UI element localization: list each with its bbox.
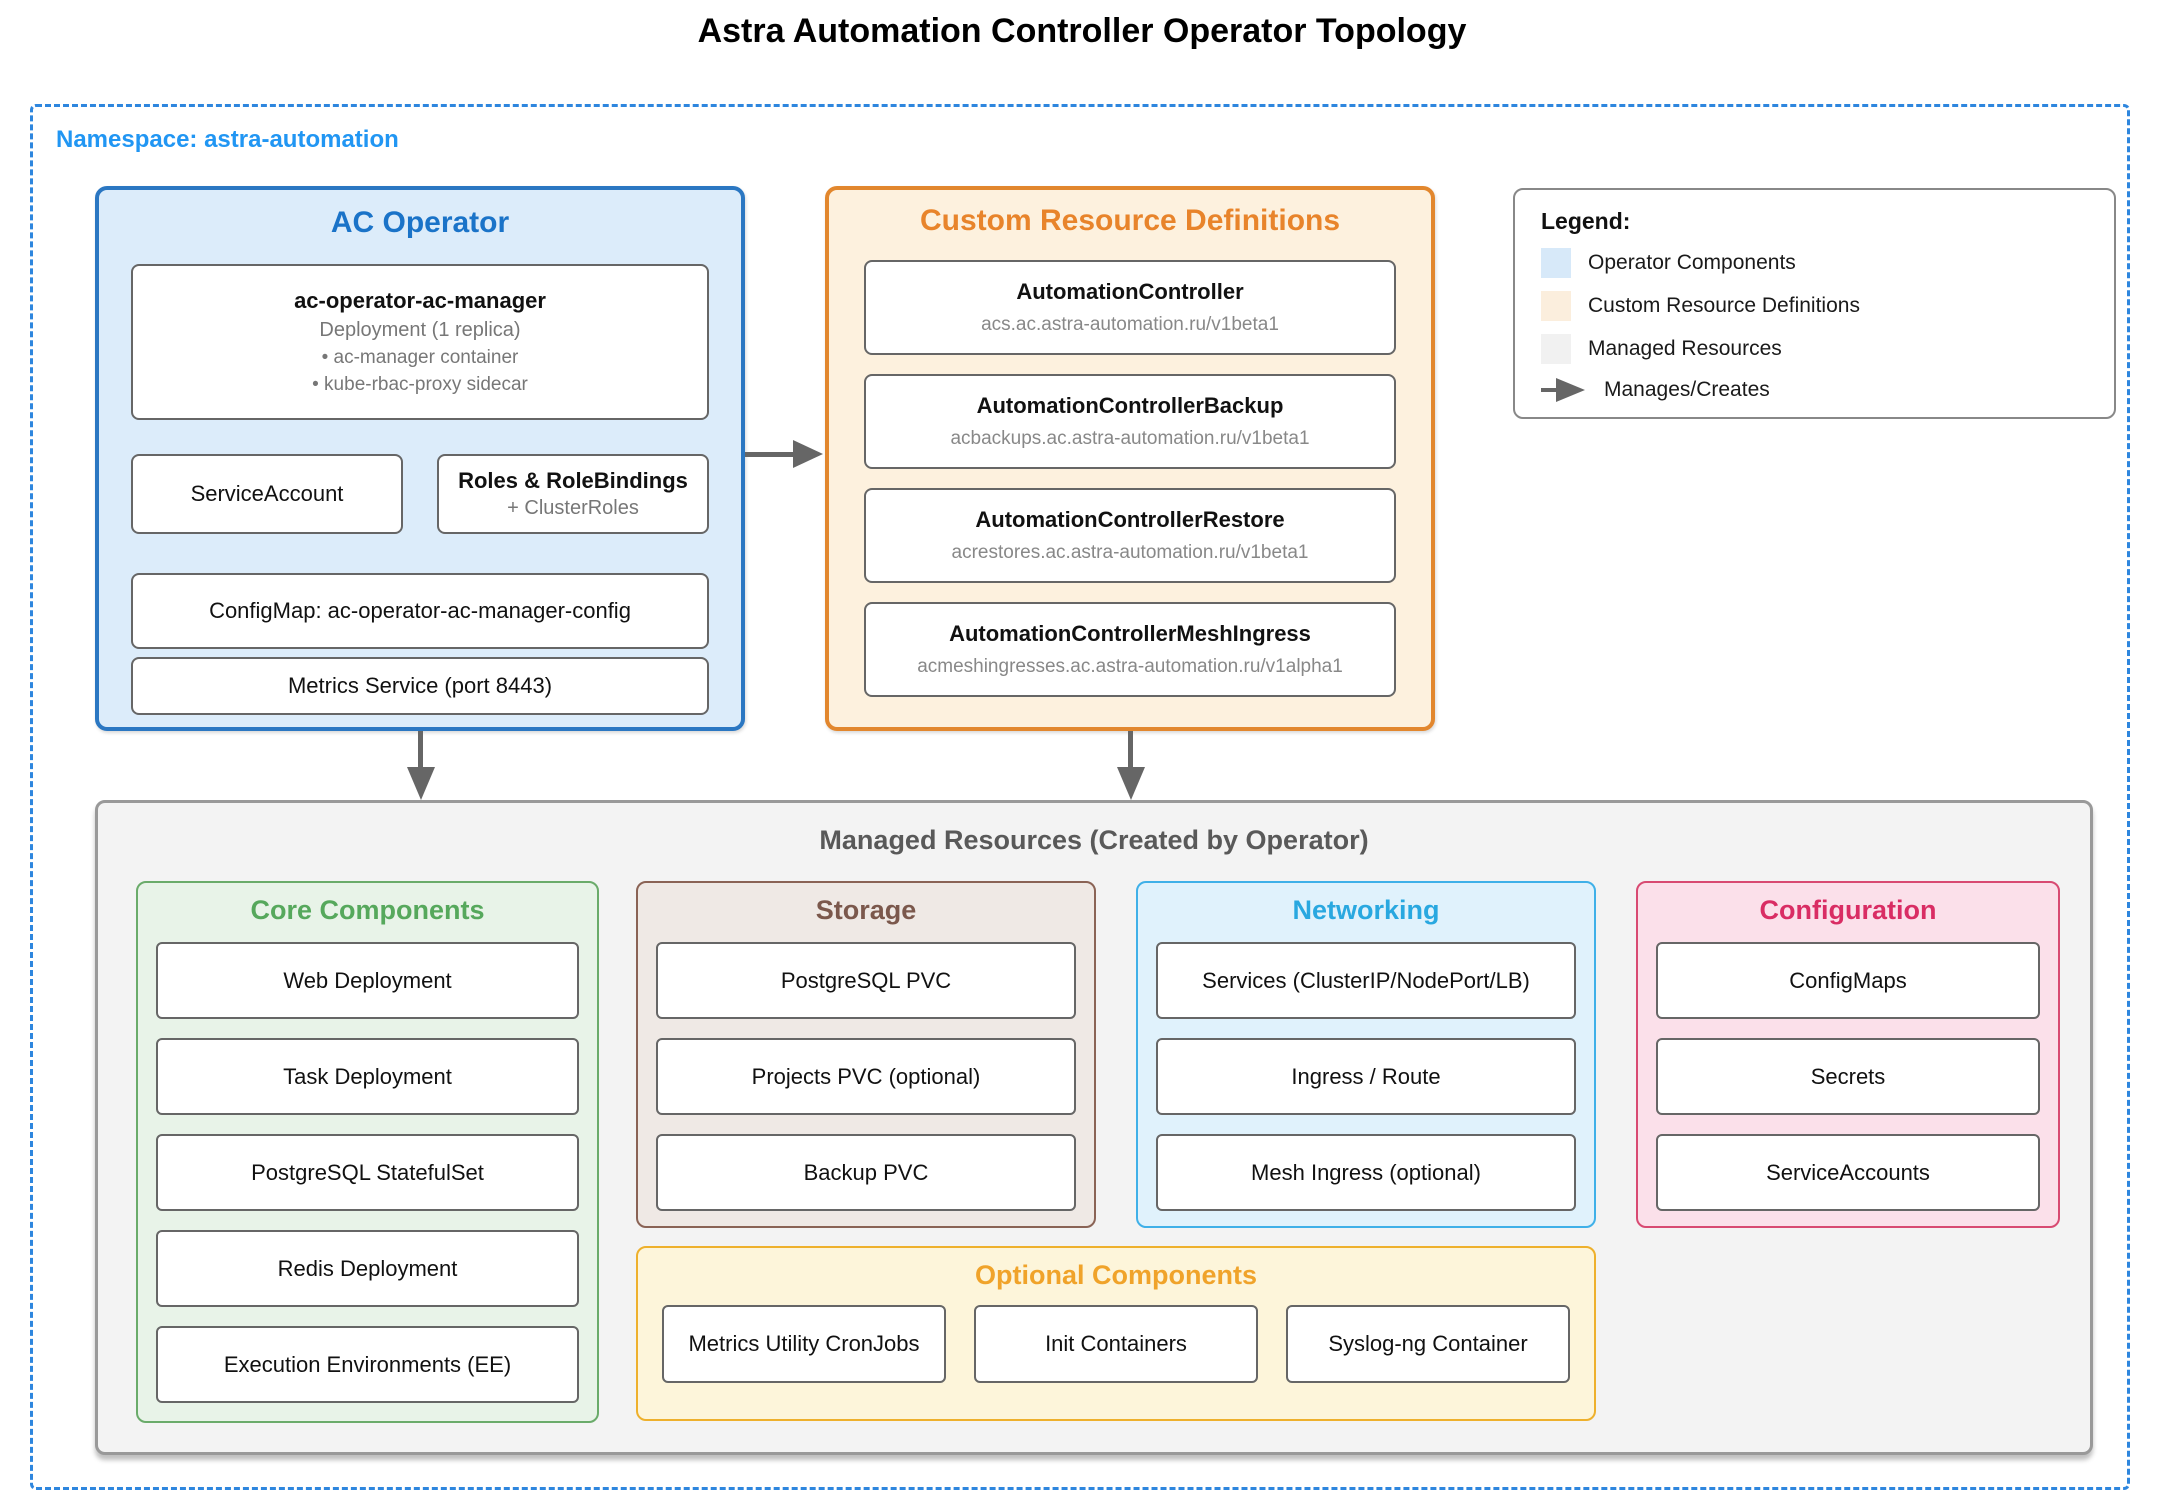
- node-postgresql-statefulset: PostgreSQL StatefulSet: [156, 1134, 579, 1211]
- operator-to-managed-arrow-head: [407, 767, 435, 800]
- configuration-title: Configuration: [1759, 895, 1937, 925]
- node-serviceaccounts: ServiceAccounts: [1656, 1134, 2040, 1211]
- crd-api-version: acrestores.ac.astra-automation.ru/v1beta…: [951, 542, 1309, 563]
- node-redis-deployment: Redis Deployment: [156, 1230, 579, 1307]
- crd-node-automationcontrollerbackup: AutomationControllerBackup acbackups.ac.…: [864, 374, 1396, 469]
- operator-color-swatch: [1541, 248, 1571, 278]
- crd-group-title: Custom Resource Definitions: [919, 204, 1341, 237]
- manager-kind: Deployment (1 replica): [319, 319, 521, 341]
- optional-components-group: Optional Components Metrics Utility Cron…: [636, 1246, 1596, 1421]
- storage-list: PostgreSQL PVC Projects PVC (optional) B…: [656, 942, 1076, 1211]
- node-projects-pvc: Projects PVC (optional): [656, 1038, 1076, 1115]
- crd-api-version: acmeshingresses.ac.astra-automation.ru/v…: [917, 656, 1343, 677]
- node-init-containers: Init Containers: [974, 1305, 1258, 1383]
- managed-resources-group: Managed Resources (Created by Operator) …: [95, 800, 2093, 1455]
- legend-panel: Legend: Operator Components Custom Resou…: [1513, 188, 2116, 419]
- legend-row-crd: Custom Resource Definitions: [1541, 291, 2088, 321]
- serviceaccount-node: ServiceAccount: [131, 454, 403, 534]
- legend-row-arrow: Manages/Creates: [1541, 377, 2088, 403]
- configuration-column: Configuration ConfigMaps Secrets Service…: [1636, 881, 2060, 1228]
- optional-components-title: Optional Components: [975, 1260, 1257, 1290]
- operator-to-crd-arrow-stem: [745, 452, 797, 457]
- managed-color-swatch: [1541, 334, 1571, 364]
- networking-column: Networking Services (ClusterIP/NodePort/…: [1136, 881, 1596, 1228]
- crd-color-swatch: [1541, 291, 1571, 321]
- networking-title: Networking: [1292, 895, 1440, 925]
- node-execution-environments: Execution Environments (EE): [156, 1326, 579, 1403]
- crd-name: AutomationControllerRestore: [975, 507, 1285, 532]
- crd-node-automationcontrollermeshingress: AutomationControllerMeshIngress acmeshin…: [864, 602, 1396, 697]
- namespace-boundary: [30, 104, 2130, 1490]
- configuration-list: ConfigMaps Secrets ServiceAccounts: [1656, 942, 2040, 1211]
- crd-to-managed-arrow-head: [1117, 767, 1145, 800]
- crd-list: AutomationController acs.ac.astra-automa…: [864, 260, 1396, 697]
- legend-label: Operator Components: [1588, 251, 1796, 274]
- node-ingress-route: Ingress / Route: [1156, 1038, 1576, 1115]
- namespace-label: Namespace: astra-automation: [56, 126, 399, 153]
- manager-container-item: • ac-manager container: [321, 347, 519, 368]
- crd-api-version: acs.ac.astra-automation.ru/v1beta1: [981, 314, 1279, 335]
- configmap-label: ConfigMap: ac-operator-ac-manager-config: [209, 598, 631, 623]
- manages-creates-arrow-icon: [1541, 378, 1585, 402]
- crd-node-automationcontrollerrestore: AutomationControllerRestore acrestores.a…: [864, 488, 1396, 583]
- crd-name: AutomationControllerBackup: [976, 393, 1284, 418]
- managed-resources-title: Managed Resources (Created by Operator): [819, 825, 1369, 855]
- configmap-node: ConfigMap: ac-operator-ac-manager-config: [131, 573, 709, 649]
- networking-list: Services (ClusterIP/NodePort/LB) Ingress…: [1156, 942, 1576, 1211]
- legend-label: Managed Resources: [1588, 337, 1782, 360]
- legend-row-operator: Operator Components: [1541, 248, 2088, 278]
- manager-container-item: • kube-rbac-proxy sidecar: [312, 374, 528, 395]
- storage-column: Storage PostgreSQL PVC Projects PVC (opt…: [636, 881, 1096, 1228]
- roles-sub: + ClusterRoles: [507, 497, 639, 519]
- roles-title: Roles & RoleBindings: [458, 468, 688, 493]
- operator-to-crd-arrow-head: [793, 440, 823, 468]
- node-syslog-ng-container: Syslog-ng Container: [1286, 1305, 1570, 1383]
- page-title: Astra Automation Controller Operator Top…: [697, 12, 1467, 50]
- crd-group: Custom Resource Definitions AutomationCo…: [825, 186, 1435, 731]
- metrics-service-node: Metrics Service (port 8443): [131, 657, 709, 715]
- node-services: Services (ClusterIP/NodePort/LB): [1156, 942, 1576, 1019]
- legend-row-managed: Managed Resources: [1541, 334, 2088, 364]
- legend-label: Manages/Creates: [1604, 378, 1770, 401]
- optional-components-list: Metrics Utility CronJobs Init Containers…: [662, 1305, 1570, 1383]
- crd-api-version: acbackups.ac.astra-automation.ru/v1beta1: [950, 428, 1310, 449]
- roles-rolebindings-node: Roles & RoleBindings + ClusterRoles: [437, 454, 709, 534]
- core-components-list: Web Deployment Task Deployment PostgreSQ…: [156, 942, 579, 1403]
- node-task-deployment: Task Deployment: [156, 1038, 579, 1115]
- node-metrics-utility-cronjobs: Metrics Utility CronJobs: [662, 1305, 946, 1383]
- crd-node-automationcontroller: AutomationController acs.ac.astra-automa…: [864, 260, 1396, 355]
- legend-label: Custom Resource Definitions: [1588, 294, 1860, 317]
- node-web-deployment: Web Deployment: [156, 942, 579, 1019]
- operator-to-managed-arrow-stem: [418, 731, 423, 773]
- node-mesh-ingress: Mesh Ingress (optional): [1156, 1134, 1576, 1211]
- ac-operator-title: AC Operator: [330, 206, 510, 239]
- manager-deployment-node: ac-operator-ac-manager Deployment (1 rep…: [131, 264, 709, 420]
- node-backup-pvc: Backup PVC: [656, 1134, 1076, 1211]
- crd-name: AutomationController: [1016, 279, 1244, 304]
- crd-to-managed-arrow-stem: [1128, 731, 1133, 773]
- node-configmaps: ConfigMaps: [1656, 942, 2040, 1019]
- manager-name: ac-operator-ac-manager: [294, 288, 546, 313]
- ac-operator-group: AC Operator ac-operator-ac-manager Deplo…: [95, 186, 745, 731]
- core-components-column: Core Components Web Deployment Task Depl…: [136, 881, 599, 1423]
- crd-name: AutomationControllerMeshIngress: [949, 621, 1311, 646]
- node-postgresql-pvc: PostgreSQL PVC: [656, 942, 1076, 1019]
- legend-title: Legend:: [1541, 208, 1631, 234]
- storage-title: Storage: [815, 895, 917, 925]
- node-secrets: Secrets: [1656, 1038, 2040, 1115]
- serviceaccount-label: ServiceAccount: [190, 481, 344, 506]
- core-components-title: Core Components: [250, 895, 485, 925]
- metrics-service-label: Metrics Service (port 8443): [287, 673, 553, 698]
